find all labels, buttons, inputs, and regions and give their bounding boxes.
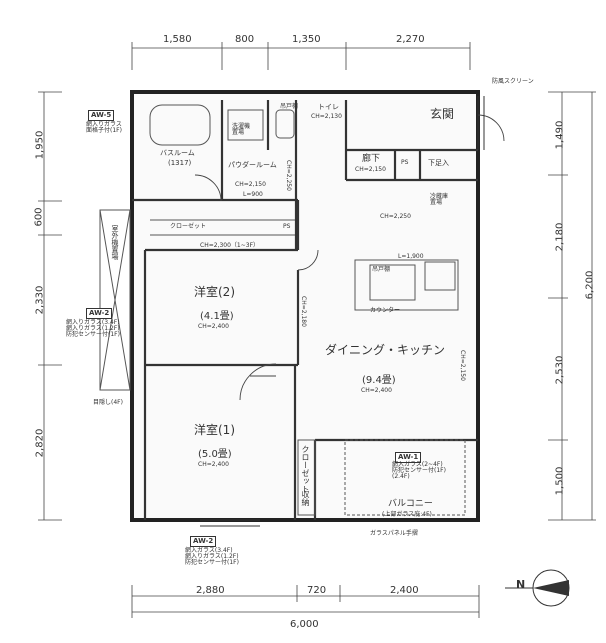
room-toilet: トイレ [318, 103, 339, 111]
room-bathroom-size: (1317) [168, 159, 192, 167]
note-glass-panel: ガラスパネル手摺 [370, 530, 418, 537]
room-storage: 収納 [301, 490, 310, 506]
room-ldk-size: (9.4畳) [362, 375, 396, 386]
room-shoe: 下足入 [428, 159, 449, 167]
room-closet-top: クローゼット [170, 223, 207, 230]
bottom-dimension-line [131, 585, 480, 618]
room-ch-2250: CH=2,250 [285, 160, 292, 191]
room-western1: 洋室(1) [194, 423, 235, 437]
dim-bottom-1: 2,880 [196, 585, 225, 596]
top-dimension-line [131, 42, 471, 70]
room-western1-size: (5.0畳) [198, 449, 232, 460]
door-swings [194, 114, 505, 401]
dim-top-4: 2,270 [396, 34, 425, 45]
room-blind: 目隠し(4F) [93, 399, 123, 406]
dim-bottom-2: 720 [307, 585, 327, 596]
room-bathroom: バスルーム [160, 149, 195, 157]
interior-thin-lines [99, 104, 466, 516]
dim-bottom-3: 2,400 [390, 585, 419, 596]
room-balcony: バルコニー [388, 499, 433, 509]
dim-right-3: 2,530 [554, 355, 566, 385]
dim-right-total: 6,200 [584, 270, 596, 300]
compass-label: N [516, 578, 526, 591]
room-ch-hall: CH=2,250 [380, 213, 411, 220]
dim-left-3: 2,330 [34, 285, 46, 315]
dim-top-3: 1,350 [292, 34, 321, 45]
dim-left-2: 600 [33, 207, 45, 227]
room-western2-ch: CH=2,400 [198, 323, 229, 330]
dim-left-1: 1,950 [34, 130, 46, 160]
window-aw5-code: AW-5 [88, 110, 115, 121]
room-toilet-ch: CH=2,130 [311, 113, 342, 120]
room-western1-ch: CH=2,400 [198, 461, 229, 468]
window-aw1-desc: 網入ガラス(2~4F) 防犯センサー付(1F) (2.4F) [392, 461, 446, 480]
room-ch-2150: CH=2,150 [459, 350, 466, 381]
room-kitchen-l: L=1,900 [398, 253, 424, 260]
room-ldk: ダイニング・キッチン [325, 343, 446, 357]
window-marks [200, 96, 485, 527]
room-powder-ch: CH=2,150 [235, 181, 266, 188]
left-dimension-line [38, 91, 62, 521]
note-screen: 防風スクリーン [492, 78, 534, 85]
room-ps1: PS [401, 159, 409, 166]
dim-right-2: 2,180 [554, 222, 566, 252]
window-aw2-bottom-code: AW-2 [190, 536, 217, 547]
dim-top-2: 800 [235, 34, 255, 45]
room-closet-ch: CH=2,300（1~3F） [200, 242, 260, 249]
room-entrance: 玄関 [430, 107, 455, 121]
room-powder: パウダールーム [228, 161, 277, 169]
window-aw5-desc: 網入りガラス 面格子付(1F) [86, 121, 122, 134]
room-washer: 洗濯機 置場 [232, 123, 251, 136]
dim-right-1: 1,490 [554, 120, 566, 150]
room-hallway-ch: CH=2,150 [355, 166, 386, 173]
room-western2: 洋室(2) [194, 285, 235, 299]
room-powder-l: L=900 [243, 191, 263, 198]
room-hallway: 廊下 [362, 154, 381, 164]
window-aw1-code: AW-1 [395, 452, 422, 463]
dim-right-4: 1,500 [554, 466, 566, 496]
room-balcony-sub: (上部ガラス庇:4F) [382, 511, 432, 518]
window-aw2-left-code: AW-2 [86, 308, 113, 319]
dim-left-4: 2,820 [34, 428, 46, 458]
dim-top-1: 1,580 [163, 34, 192, 45]
room-ldk-ch: CH=2,400 [361, 387, 392, 394]
window-aw2-left-desc: 網入りガラス(3.4F) 網入りガラス(1.2F) 防犯センサー付(1F) [66, 319, 120, 338]
room-ps2: PS [283, 223, 291, 230]
room-western2-size: (4.1畳) [200, 311, 234, 322]
room-ch-2180: CH=2,180 [300, 296, 307, 327]
dim-bottom-total: 6,000 [290, 619, 319, 630]
compass-icon [505, 569, 570, 607]
room-storage-small: 吊戸棚 [280, 103, 299, 110]
room-closet-small: クローゼット [301, 445, 310, 493]
room-kitchen-cabinet: 吊戸棚 [372, 266, 391, 273]
room-counter: カウンター [370, 307, 401, 314]
right-dimension-line [548, 91, 596, 521]
room-outdoor-unit: 室外機置場 [111, 225, 119, 260]
window-aw2-bottom-desc: 網入ガラス(3.4F) 網入りガラス(1.2F) 防犯センサー付(1F) [185, 547, 239, 566]
room-fridge: 冷蔵庫 置場 [430, 193, 449, 206]
